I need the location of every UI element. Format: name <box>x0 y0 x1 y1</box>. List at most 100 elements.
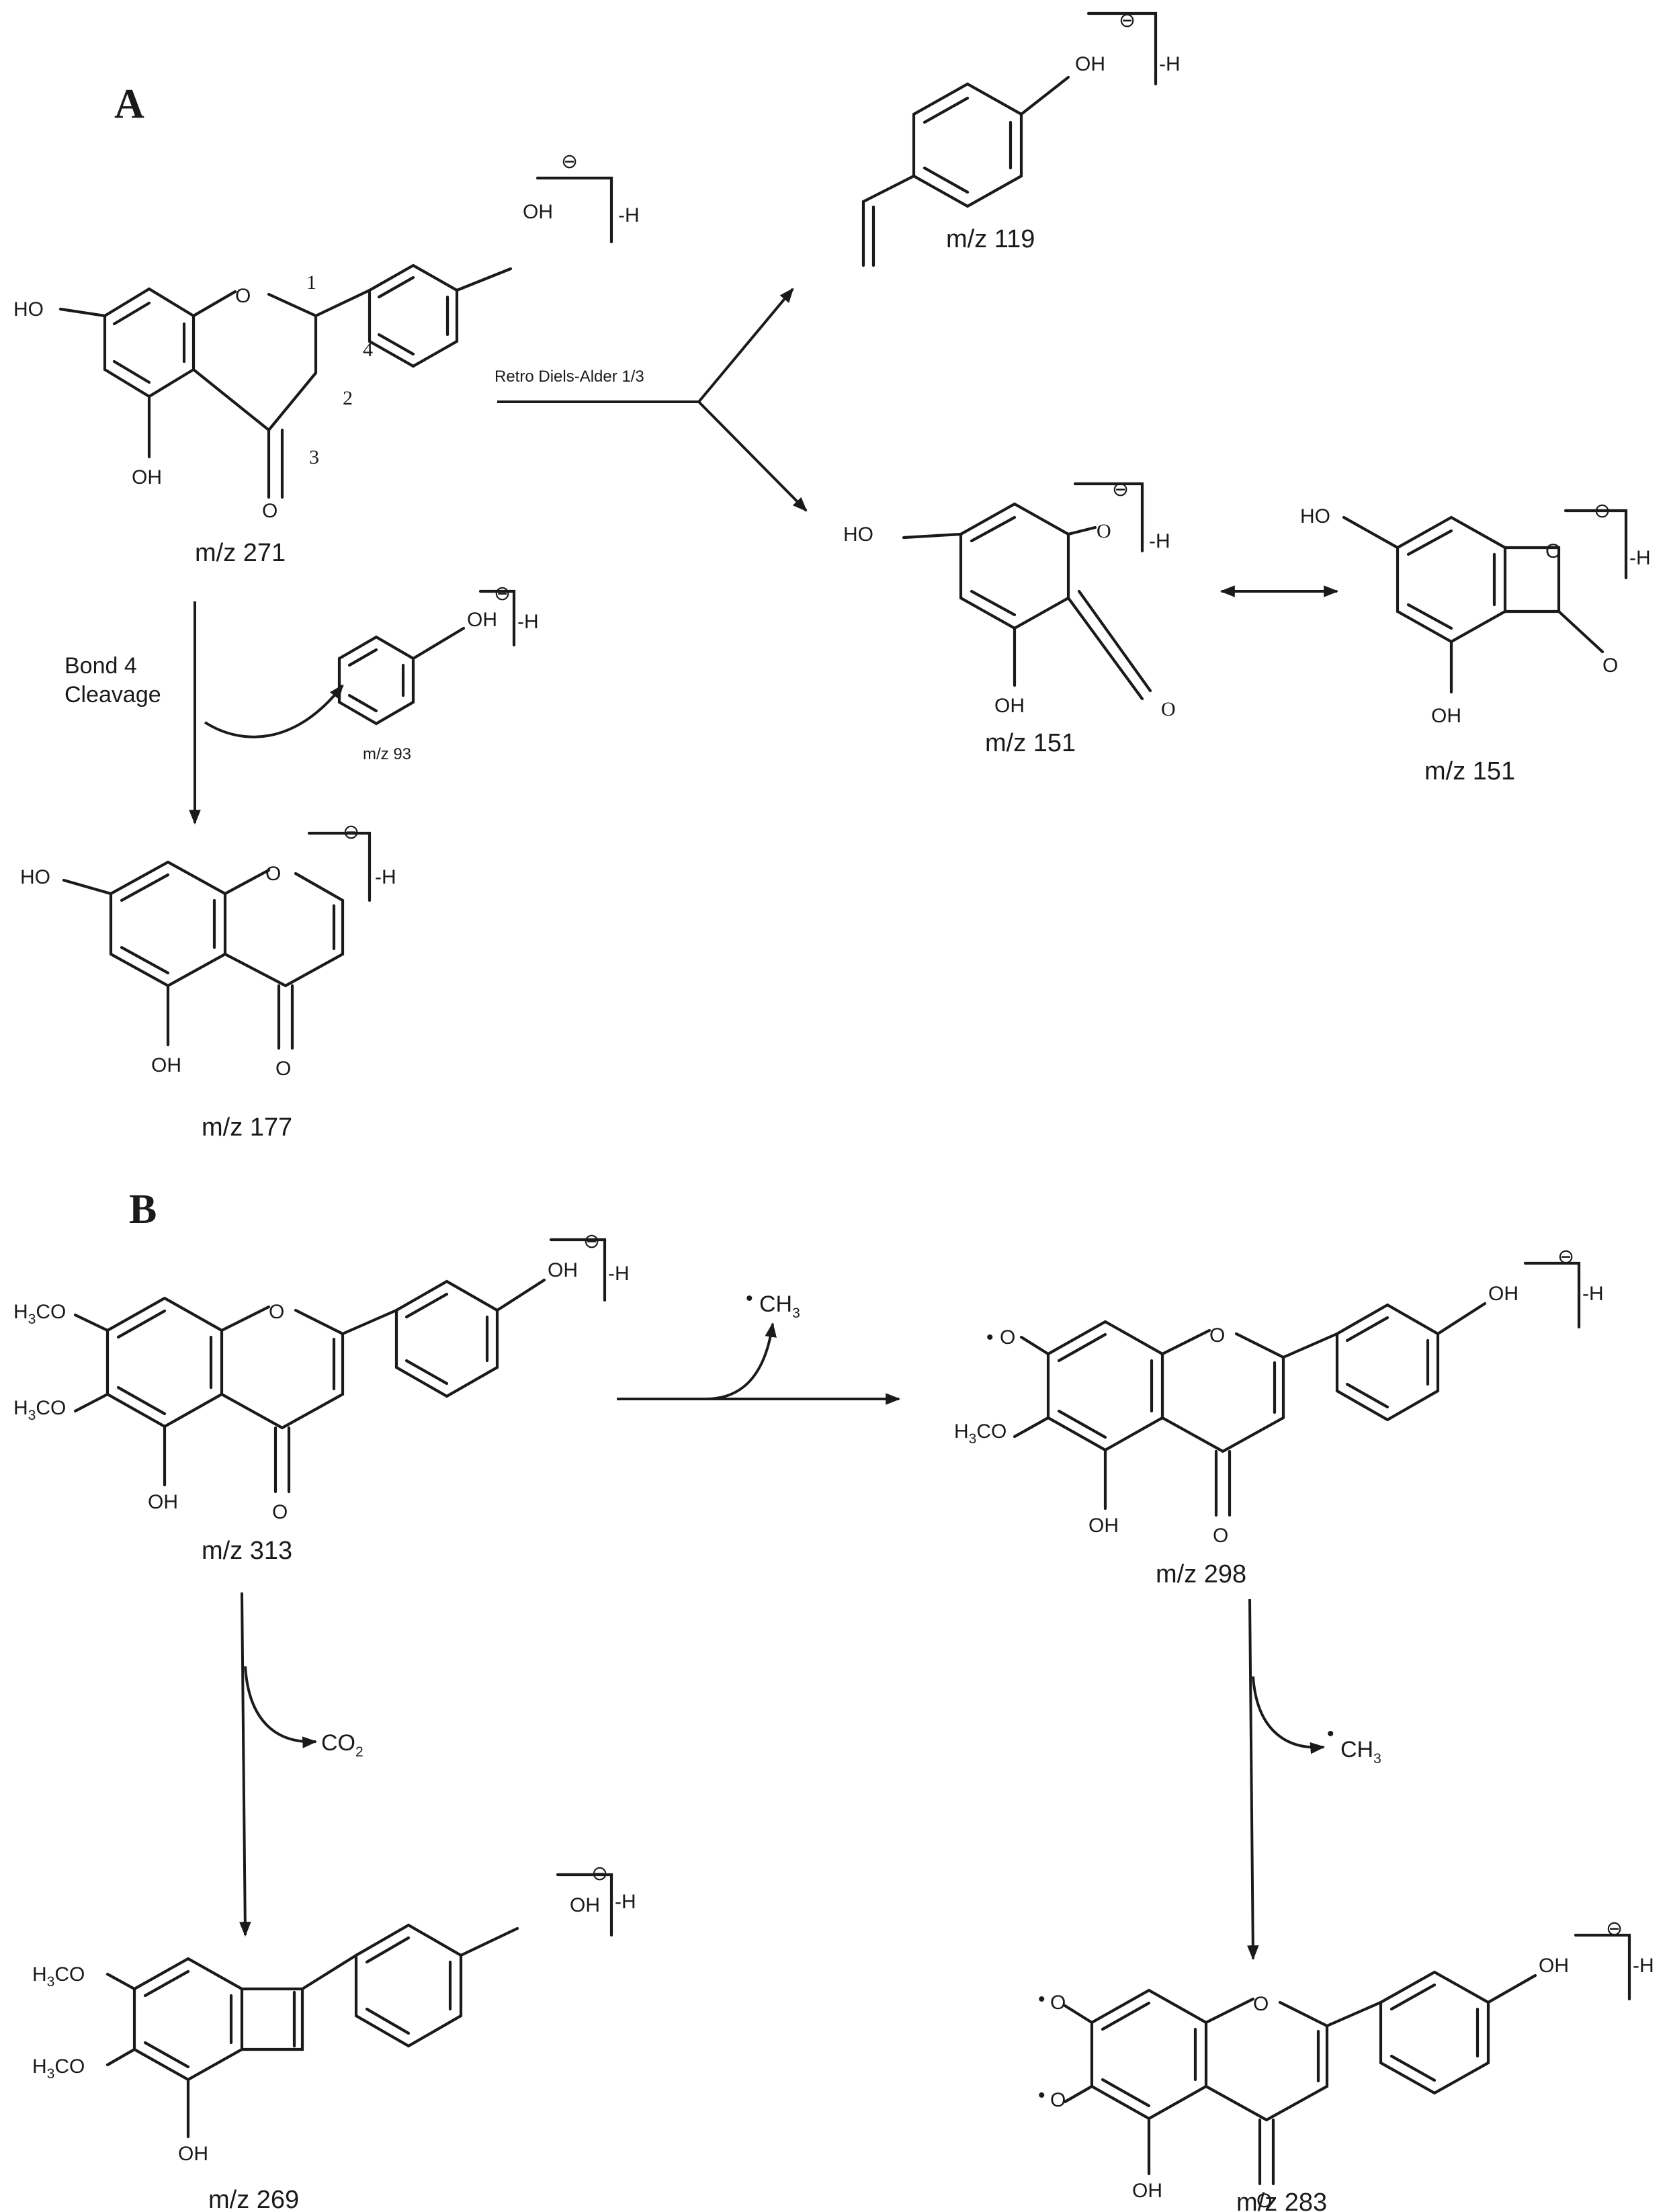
minus-h-label: -H <box>1149 530 1170 552</box>
ring-number-4: 4 <box>363 339 373 361</box>
charge-symbol: ⊖ <box>1606 1918 1623 1940</box>
molecule-m269: H3CO H3CO OH OH ⊖ -H <box>32 1863 636 2165</box>
ho-label: HO <box>20 866 50 888</box>
minus-h-label: -H <box>1629 547 1651 569</box>
minus-h-label: -H <box>1159 53 1181 75</box>
charge-symbol: ⊖ <box>494 583 511 605</box>
oxygen-label: O <box>1209 1324 1225 1347</box>
ring-number-1: 1 <box>306 271 316 294</box>
oxygen-label: O <box>1602 654 1618 677</box>
minus-h-label: -H <box>1582 1283 1604 1305</box>
oh-label: OH <box>570 1894 600 1916</box>
molecule-m151-lactone: HO O O OH ⊖ -H <box>1300 500 1651 727</box>
oh-label: OH <box>148 1491 178 1513</box>
ho-label: HO <box>843 523 873 546</box>
molecule-m119: OH ⊖ -H <box>861 9 1181 267</box>
methoxy-label: H3CO <box>32 1963 85 1990</box>
ring-number-3: 3 <box>309 446 319 468</box>
oh-label: OH <box>994 695 1025 717</box>
mz-151-label: m/z 151 <box>985 729 1076 757</box>
minus-h-label: -H <box>375 866 396 888</box>
panel-label-b: B <box>129 1187 157 1232</box>
charge-symbol: ⊖ <box>561 151 578 173</box>
molecule-m151-quinone: HO OH O O ⊖ -H <box>843 478 1176 720</box>
molecule-m313: O H3CO H3CO OH O OH ⊖ -H <box>13 1230 630 1523</box>
oh-label: OH <box>1075 53 1105 75</box>
charge-symbol: ⊖ <box>1112 478 1129 501</box>
oxygen-label: O <box>1050 2089 1066 2111</box>
ring-number-2: 2 <box>343 387 353 409</box>
oh-label: OH <box>151 1054 181 1076</box>
methoxy-label: H3CO <box>32 2055 85 2082</box>
oxygen-label: O <box>235 285 251 307</box>
second-methyl-loss-curved-arrow <box>1252 1676 1326 1754</box>
oxygen-label: O <box>1213 1525 1228 1547</box>
phenol-loss-arrow <box>204 684 344 738</box>
mz-151-lactone-label: m/z 151 <box>1424 757 1515 785</box>
panel-label-a: A <box>114 81 144 127</box>
oh-label: OH <box>1431 705 1461 727</box>
rda-label: Retro Diels-Alder 1/3 <box>495 368 644 386</box>
mz-119-label: m/z 119 <box>946 225 1035 253</box>
co2-loss-curved-arrow <box>244 1666 318 1748</box>
oh-label: OH <box>548 1259 578 1281</box>
methoxy-label: H3CO <box>954 1420 1007 1447</box>
methyl-loss-curved-arrow <box>705 1322 777 1400</box>
minus-h-label: -H <box>608 1263 630 1285</box>
molecule-m271: O HO OH O OH 1 2 3 4 ⊖ -H <box>13 151 640 522</box>
molecule-m177: O HO OH O ⊖ -H <box>20 821 396 1080</box>
mz-177-label: m/z 177 <box>202 1113 292 1142</box>
mz-298-label: m/z 298 <box>1156 1560 1246 1588</box>
radical-dot: • <box>746 1287 753 1310</box>
minus-h-label: -H <box>615 1891 636 1913</box>
ho-label: HO <box>1300 505 1330 527</box>
minus-h-label: -H <box>517 611 539 633</box>
minus-h-label: -H <box>618 204 640 226</box>
methyl-radical-label: CH3 <box>759 1291 800 1321</box>
charge-symbol: ⊖ <box>343 821 359 843</box>
ho-label: HO <box>13 298 44 321</box>
oxygen-label: O <box>1000 1326 1015 1349</box>
oh-label: OH <box>523 201 553 223</box>
rda-arrow-to-151[interactable] <box>697 400 808 512</box>
mz-271-label: m/z 271 <box>195 539 286 567</box>
charge-symbol: ⊖ <box>1119 9 1136 32</box>
molecule-m93: OH ⊖ -H <box>337 583 539 726</box>
oxygen-label: O <box>1050 1992 1066 2014</box>
oh-label: OH <box>132 466 162 488</box>
charge-symbol: ⊖ <box>583 1230 600 1252</box>
charge-symbol: ⊖ <box>591 1863 608 1885</box>
oxygen-label: O <box>1545 540 1561 562</box>
radical-dot: • <box>986 1326 994 1349</box>
mz-313-label: m/z 313 <box>202 1537 292 1565</box>
oh-label: OH <box>1088 1515 1119 1537</box>
co2-loss-arrow[interactable] <box>239 1592 251 1937</box>
rda-arrow-to-119[interactable] <box>697 288 794 403</box>
oh-label: OH <box>467 609 497 631</box>
radical-dot: • <box>1327 1723 1334 1745</box>
oxygen-label: O <box>1256 2190 1272 2212</box>
oxygen-label: O <box>265 863 281 885</box>
methoxy-label: H3CO <box>13 1397 66 1423</box>
minus-h-label: -H <box>1633 1955 1654 1977</box>
radical-dot: • <box>1038 2084 1045 2107</box>
co2-label: CO2 <box>321 1730 363 1760</box>
oxygen-label: O <box>275 1058 291 1080</box>
molecule-m298: O • O H3CO OH O OH ⊖ -H <box>954 1246 1604 1547</box>
oh-label: OH <box>178 2143 208 2165</box>
oxygen-label: O <box>1253 1993 1269 2015</box>
oxygen-label: O <box>269 1301 284 1323</box>
mz-283-label: m/z 283 <box>1236 2188 1327 2212</box>
oxygen-label: O <box>1161 698 1176 720</box>
second-methyl-loss-arrow[interactable] <box>1247 1599 1259 1961</box>
molecule-m283: O • O • O OH O OH ⊖ -H <box>1038 1918 1654 2212</box>
oh-label: OH <box>1539 1955 1569 1977</box>
methyl-radical-label: CH3 <box>1340 1737 1381 1767</box>
bond4-label-line2: Cleavage <box>65 682 161 708</box>
oh-label: OH <box>1132 2180 1162 2202</box>
oh-label: OH <box>1488 1283 1518 1305</box>
mz-269-label: m/z 269 <box>208 2186 299 2212</box>
charge-symbol: ⊖ <box>1557 1246 1574 1268</box>
charge-symbol: ⊖ <box>1594 500 1611 522</box>
bond4-label-line1: Bond 4 <box>65 653 137 679</box>
